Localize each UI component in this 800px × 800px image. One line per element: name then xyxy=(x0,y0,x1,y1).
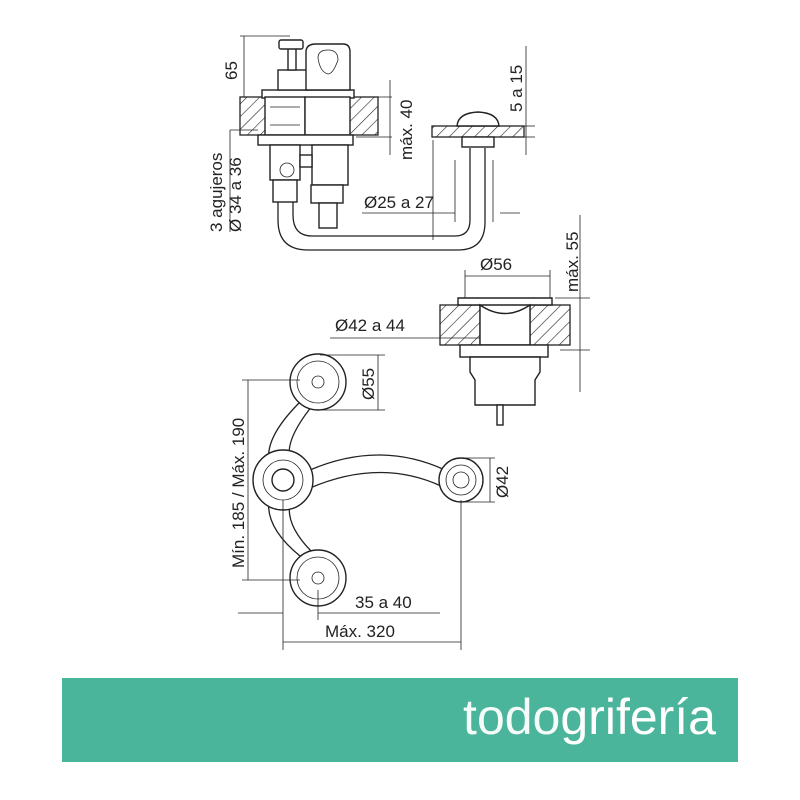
diverter-body xyxy=(277,69,309,91)
faucet-diagram: 65 máx. 40 5 a 15 3 agujeros Ø 34 a 36 Ø… xyxy=(207,35,590,650)
dim-spout-center: Mín. 185 / Máx. 190 xyxy=(229,418,248,568)
dim-offset: 35 a 40 xyxy=(355,593,412,612)
dim-holes-diameter: Ø 34 a 36 xyxy=(226,157,245,232)
brand-logo: todogrifería xyxy=(463,688,716,746)
brand-banner: todogrifería xyxy=(62,678,738,762)
dim-max-40: máx. 40 xyxy=(397,100,416,160)
dim-holes-count: 3 agujeros xyxy=(207,153,226,232)
brand-logo-part1: todo xyxy=(463,689,561,745)
countertop-section-right xyxy=(431,125,525,138)
brand-logo-part2: grifería xyxy=(560,689,716,745)
handle-top-lower xyxy=(289,549,347,607)
dim-pipe-diameter: Ø25 a 27 xyxy=(364,193,434,212)
dim-drain-hole: Ø42 a 44 xyxy=(335,316,405,335)
dim-5-15: 5 a 15 xyxy=(507,65,526,112)
top-view: Ø55 Ø42 Mín. 185 / Máx. 190 35 a 40 Máx.… xyxy=(229,353,512,650)
dim-drain-small: Ø42 xyxy=(493,466,512,498)
drain-top xyxy=(438,457,484,503)
drain-section: Ø56 Ø42 a 44 máx. 55 xyxy=(330,215,590,426)
diverter-knob xyxy=(278,39,304,50)
dim-max-width: Máx. 320 xyxy=(325,622,395,641)
dim-height-65: 65 xyxy=(222,61,241,80)
handle-top-upper xyxy=(289,353,347,411)
dim-max-55: máx. 55 xyxy=(563,232,582,292)
side-view: 65 máx. 40 5 a 15 3 agujeros Ø 34 a 36 Ø… xyxy=(207,35,535,251)
handle xyxy=(305,43,351,91)
drain-cap xyxy=(456,111,500,127)
dim-handle-diameter: Ø55 xyxy=(359,368,378,400)
dim-drain-diameter: Ø56 xyxy=(480,255,512,274)
